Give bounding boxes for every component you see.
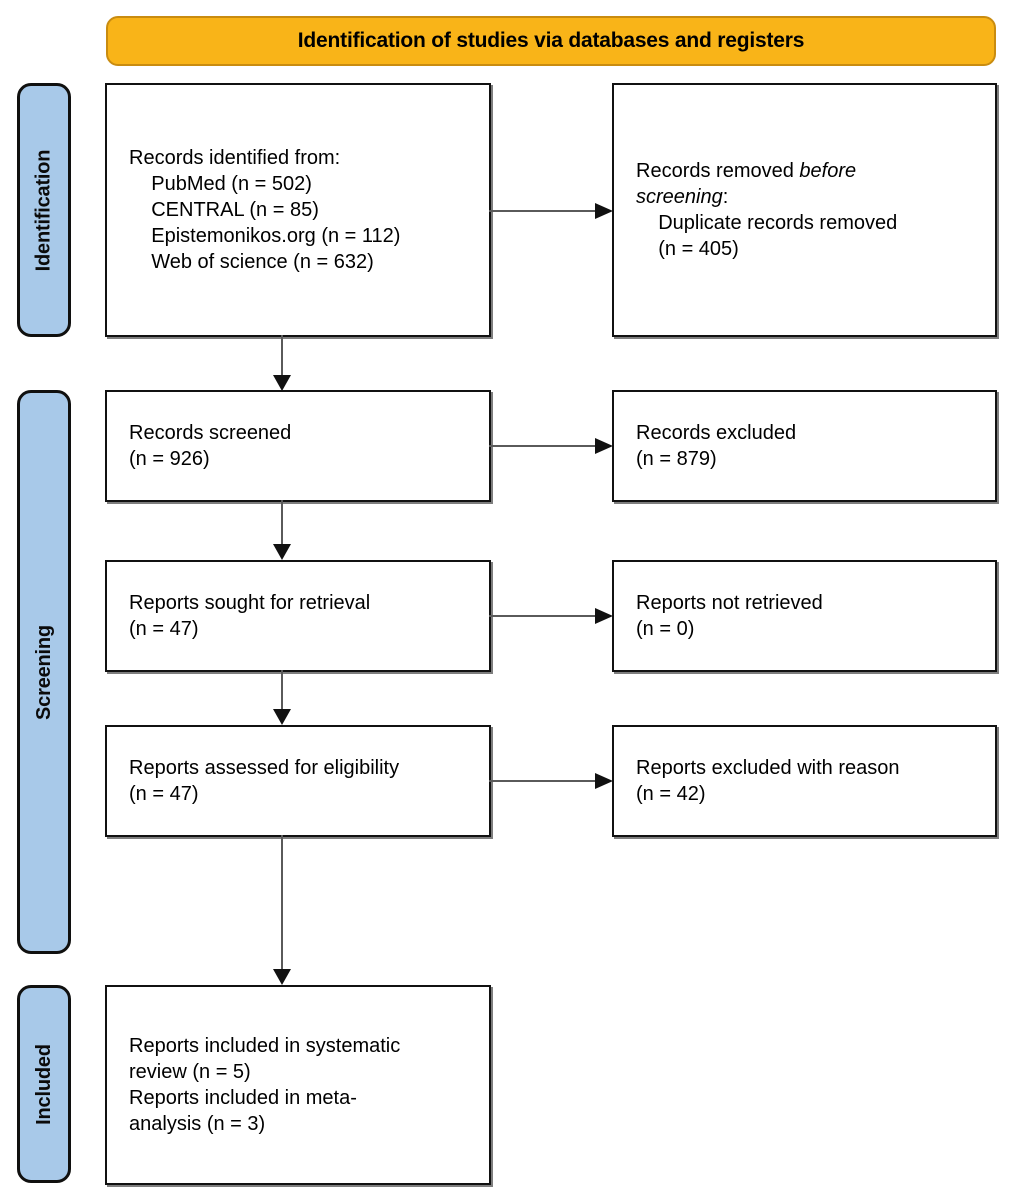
records-removed-plain-1: Records removed [636,160,800,182]
box-reports-assessed-for-eligibility: Reports assessed for eligibility (n = 47… [105,725,491,837]
stage-label-identification: Identification [32,149,55,271]
stage-label-included: Included [32,1043,55,1125]
stage-label-screening: Screening [32,624,55,720]
stage-bar-identification: Identification [17,83,71,337]
box-reports-not-retrieved-text: Reports not retrieved (n = 0) [636,592,823,640]
box-records-screened: Records screened (n = 926) [105,390,491,502]
stage-bar-included: Included [17,985,71,1183]
connector-screened-to-excluded [489,436,615,456]
box-records-screened-text: Records screened (n = 926) [129,422,292,470]
box-records-removed-text: Records removed before screening: Duplic… [614,158,897,262]
box-reports-assessed-text: Reports assessed for eligibility (n = 47… [129,757,400,805]
connector-sought-to-not-retrieved [489,606,615,626]
box-reports-excluded-with-reason-text: Reports excluded with reason (n = 42) [636,757,900,805]
connector-assessed-to-included [270,835,294,987]
box-reports-included: Reports included in systematic review (n… [105,985,491,1185]
phase-banner-label: Identification of studies via databases … [297,29,805,52]
stage-bar-screening: Screening [17,390,71,954]
records-removed-italic-2: screening [636,186,723,208]
box-records-excluded: Records excluded (n = 879) [612,390,997,502]
box-records-identified: Records identified from: PubMed (n = 502… [105,83,491,337]
box-reports-excluded-with-reason: Reports excluded with reason (n = 42) [612,725,997,837]
box-records-identified-text: Records identified from: PubMed (n = 502… [129,147,401,273]
box-reports-sought-for-retrieval: Reports sought for retrieval (n = 47) [105,560,491,672]
connector-sought-to-assessed [270,670,294,727]
box-reports-not-retrieved: Reports not retrieved (n = 0) [612,560,997,672]
records-removed-rest: Duplicate records removed (n = 405) [658,212,898,260]
connector-screened-to-sought [270,500,294,562]
phase-banner-identification-databases: Identification of studies via databases … [106,16,996,66]
box-reports-included-text: Reports included in systematic review (n… [129,1035,401,1135]
box-records-removed-before-screening: Records removed before screening: Duplic… [612,83,997,337]
connector-identified-to-screened [270,335,294,393]
box-records-excluded-text: Records excluded (n = 879) [636,422,797,470]
records-removed-italic-1: before [799,160,857,182]
box-reports-sought-text: Reports sought for retrieval (n = 47) [129,592,371,640]
records-removed-plain-2: : [722,186,729,208]
connector-identified-to-removed [489,201,615,221]
connector-assessed-to-excluded-reason [489,771,615,791]
